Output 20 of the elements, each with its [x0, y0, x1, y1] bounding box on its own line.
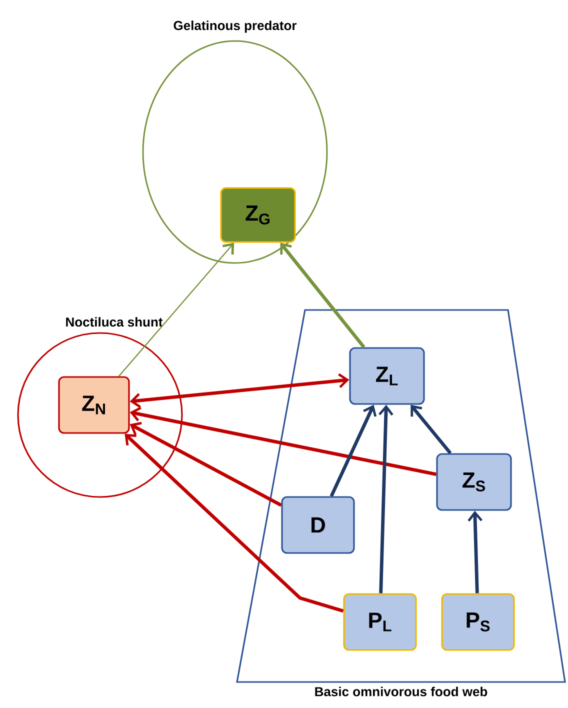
arrow [130, 406, 437, 476]
node-box: Z$_{G}$ [220, 187, 296, 243]
arrow [130, 422, 282, 507]
node-box: Z$_{L}$ [349, 347, 425, 405]
node-label: Noctiluca shunt [66, 317, 163, 327]
arrow [378, 404, 394, 594]
arrow [410, 404, 452, 454]
node-box: D [281, 496, 355, 554]
node-box: P$_{S}$ [441, 593, 515, 651]
node-box: Z$_{S}$ [436, 453, 512, 511]
arrow [124, 434, 344, 613]
arrow [280, 242, 366, 348]
node-box: Z$_{N}$ [58, 376, 130, 434]
arrow [330, 404, 377, 497]
node-box: P$_{L}$ [343, 593, 417, 651]
arrow [468, 510, 483, 594]
node-label: Gelatinous predator [174, 20, 297, 33]
arrow [118, 242, 234, 377]
arrow [130, 373, 350, 408]
node-label: Basic omnivorous food web [315, 686, 488, 696]
